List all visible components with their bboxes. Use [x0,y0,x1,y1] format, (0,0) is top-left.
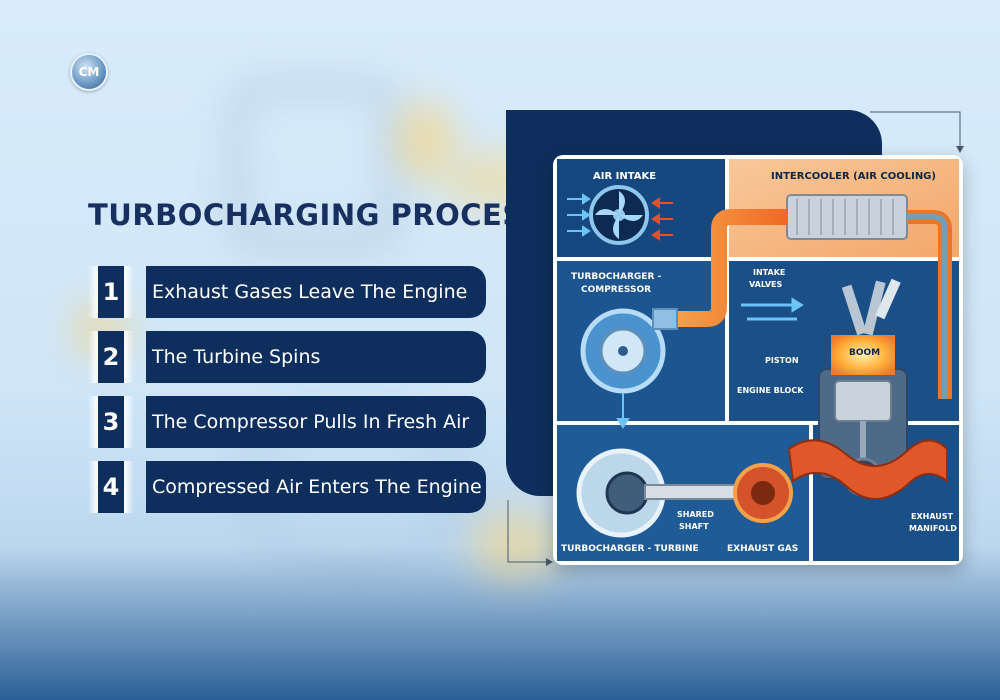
step-item: 2 The Turbine Spins [88,331,488,383]
label-compressor-line2: COMPRESSOR [581,285,651,295]
turbocharger-diagram: AIR INTAKE INTERCOOLER (AIR COOLING) TUR… [553,155,963,565]
label-air-intake: AIR INTAKE [593,171,656,182]
label-shared-line2: SHAFT [679,522,709,531]
label-exhaust-line2: MANIFOLD [909,524,957,533]
label-shared-line1: SHARED [677,510,714,519]
step-item: 4 Compressed Air Enters The Engine [88,461,488,513]
step-label: Exhaust Gases Leave The Engine [146,266,486,318]
compressor-icon [580,308,678,394]
label-piston: PISTON [765,356,799,365]
label-engine-block: ENGINE BLOCK [737,386,804,395]
step-label: Compressed Air Enters The Engine [146,461,486,513]
label-boom: BOOM [849,348,880,358]
logo-text: CM [78,65,100,79]
steps-list: 1 Exhaust Gases Leave The Engine 2 The T… [88,266,488,526]
exhaust-manifold [787,439,948,500]
step-label: The Turbine Spins [146,331,486,383]
step-number: 4 [98,461,124,513]
label-exhaust-line1: EXHAUST [911,512,954,521]
intake-arrows [741,297,804,321]
airflow-arrows [567,193,591,237]
step-number: 1 [98,266,124,318]
fan-icon [589,185,649,245]
label-intake-line1: INTAKE [753,268,785,277]
step-number: 2 [98,331,124,383]
label-intercooler: INTERCOOLER (AIR COOLING) [771,171,936,182]
page-title: TURBOCHARGING PROCESS [88,198,544,232]
return-arrows [651,197,673,241]
diagram-svg: AIR INTAKE INTERCOOLER (AIR COOLING) TUR… [557,159,959,561]
brand-logo: CM [70,53,108,91]
step-number-badge: 4 [88,461,134,513]
step-number-badge: 2 [88,331,134,383]
step-label: The Compressor Pulls In Fresh Air [146,396,486,448]
charge-air-pipe [677,209,787,327]
step-item: 1 Exhaust Gases Leave The Engine [88,266,488,318]
step-item: 3 The Compressor Pulls In Fresh Air [88,396,488,448]
label-turbine: TURBOCHARGER - TURBINE [561,544,699,554]
turbine-icon [576,448,793,538]
step-number: 3 [98,396,124,448]
intercooler-core [786,194,908,240]
label-intake-line2: VALVES [749,280,782,289]
step-number-badge: 3 [88,396,134,448]
flow-down-arrow [616,393,630,429]
step-number-badge: 1 [88,266,134,318]
label-exhaust-gas: EXHAUST GAS [727,544,798,554]
label-compressor-line1: TURBOCHARGER - [571,272,662,282]
